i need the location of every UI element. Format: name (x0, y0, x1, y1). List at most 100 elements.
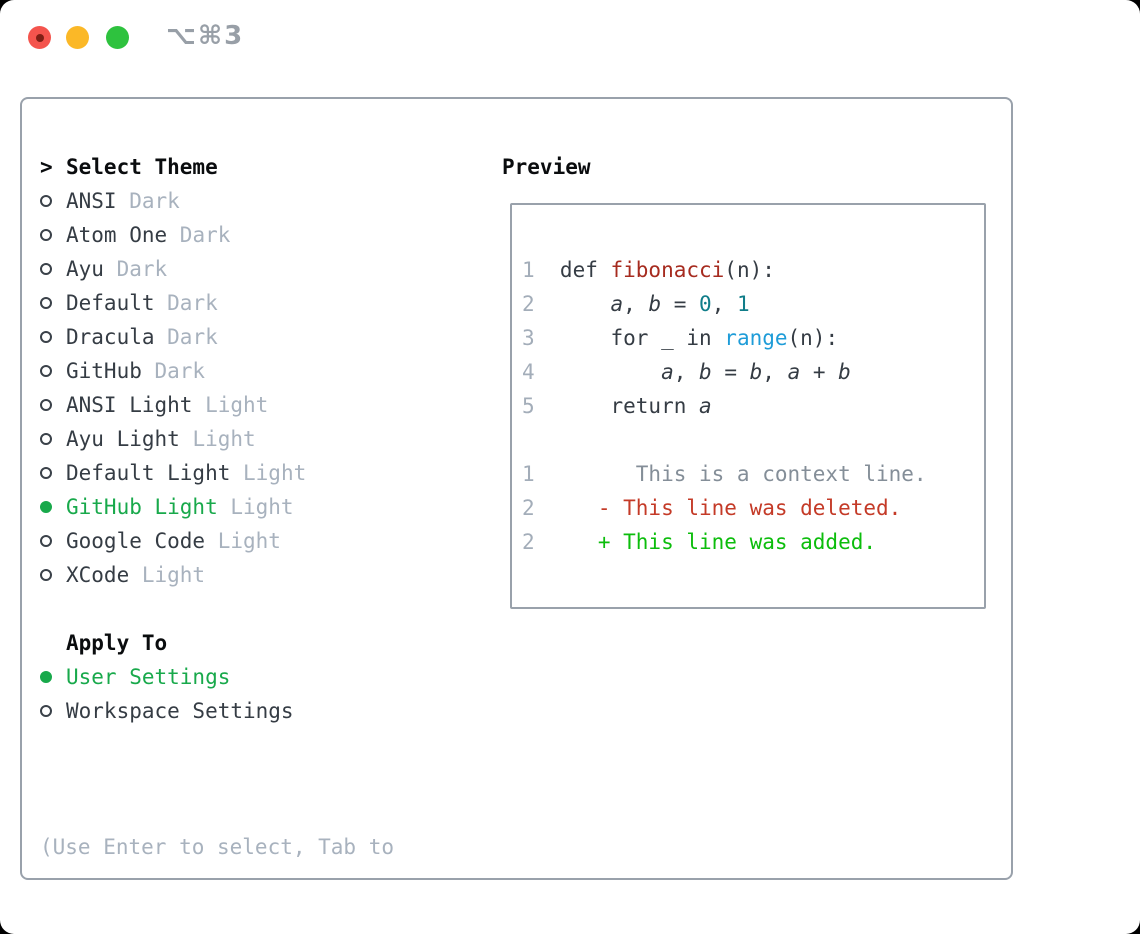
preview-code-line: 1 This is a context line. (522, 457, 974, 491)
code-segment-var: b (648, 292, 662, 316)
theme-picker-title: Select Theme (66, 155, 218, 179)
radio-selected-icon (40, 671, 52, 683)
code-segment-plain: def (559, 258, 611, 282)
line-number: 3 (522, 326, 535, 350)
code-segment-num: 1 (737, 292, 750, 316)
radio-unselected-icon (40, 535, 52, 547)
code-segment-plain: , (711, 292, 737, 316)
theme-variant: Dark (154, 359, 206, 383)
theme-variant: Light (230, 495, 294, 519)
titlebar: ⌥⌘3 (0, 0, 1140, 74)
theme-name: Atom One (66, 223, 168, 247)
theme-name: Ayu Light (66, 427, 180, 451)
zoom-button[interactable] (106, 26, 129, 49)
code-segment-var: b (838, 360, 851, 384)
preview-code-line: 2 a, b = 0, 1 (522, 287, 974, 321)
theme-name: GitHub (66, 359, 142, 383)
theme-variant: Light (243, 461, 307, 485)
radio-unselected-icon (40, 195, 52, 207)
preview-code-line (522, 423, 974, 457)
radio-unselected-icon (40, 705, 52, 717)
theme-option-github-light[interactable]: GitHub Light Light (40, 490, 490, 524)
code-segment-builtin: range (724, 326, 788, 350)
code-segment-del: - This line was deleted. (559, 496, 902, 520)
preview-code-line: 5 return a (522, 389, 974, 423)
theme-name: Dracula (66, 325, 155, 349)
line-number: 1 (522, 258, 535, 282)
preview-title: Preview (502, 155, 591, 179)
preview-code-line: 4 a, b = b, a + b (522, 355, 974, 389)
help-line: (Use Enter to select, Tab to (40, 835, 395, 859)
code-segment-plain (560, 360, 661, 384)
theme-name: ANSI Light (66, 393, 193, 417)
line-number: 4 (522, 360, 535, 384)
code-segment-var: a (610, 292, 624, 316)
code-segment-var: b (699, 360, 712, 384)
line-number: 2 (522, 496, 535, 520)
close-button[interactable] (28, 26, 51, 49)
minimize-button[interactable] (66, 26, 89, 49)
radio-unselected-icon (40, 433, 52, 445)
theme-option-dracula[interactable]: Dracula Dark (40, 320, 490, 354)
code-segment-plain: , (673, 360, 700, 384)
code-segment-plain: = (711, 360, 750, 384)
theme-variant: Dark (129, 189, 180, 213)
theme-picker-header: > Select Theme (40, 150, 490, 184)
line-number: 1 (522, 462, 535, 486)
theme-name: Default Light (66, 461, 231, 485)
radio-unselected-icon (40, 331, 52, 343)
line-number: 5 (522, 394, 535, 418)
preview-code-line: 2 + This line was added. (522, 525, 974, 559)
theme-option-atom-one[interactable]: Atom One Dark (40, 218, 490, 252)
code-segment-plain: , (623, 292, 649, 316)
code-segment-add: + This line was added. (559, 530, 876, 554)
radio-unselected-icon (40, 365, 52, 377)
code-segment-plain (560, 292, 611, 316)
theme-name: GitHub Light (66, 495, 218, 519)
line-number: 2 (522, 292, 535, 316)
apply-option-workspace-settings[interactable]: Workspace Settings (40, 694, 490, 728)
line-number: 2 (522, 530, 535, 554)
theme-name: Default (66, 291, 155, 315)
theme-variant: Dark (167, 325, 218, 349)
apply-option-user-settings[interactable]: User Settings (40, 660, 490, 694)
theme-option-github[interactable]: GitHub Dark (40, 354, 490, 388)
keyboard-shortcut-label: ⌥⌘3 (166, 21, 245, 51)
apply-to-title: Apply To (66, 631, 168, 655)
code-segment-var: a (699, 394, 712, 418)
radio-unselected-icon (40, 569, 52, 581)
prompt-icon: > (40, 155, 53, 179)
radio-unselected-icon (40, 229, 52, 241)
theme-option-default-light[interactable]: Default Light Light (40, 456, 490, 490)
apply-to-header: Apply To (40, 626, 490, 660)
code-segment-plain: return (559, 394, 699, 418)
radio-unselected-icon (40, 467, 52, 479)
preview-code-line: 2 - This line was deleted. (522, 491, 974, 525)
code-segment-plain: for _ in (559, 326, 725, 350)
code-segment-ctx: This is a context line. (559, 462, 927, 486)
code-segment-func: fibonacci (610, 258, 725, 282)
unsaved-dot-icon (35, 33, 44, 42)
theme-name: XCode (66, 563, 130, 587)
code-segment-num: 0 (699, 292, 712, 316)
radio-unselected-icon (40, 297, 52, 309)
theme-variant: Dark (116, 257, 168, 281)
theme-name: Google Code (66, 529, 206, 553)
theme-variant: Dark (179, 223, 231, 247)
